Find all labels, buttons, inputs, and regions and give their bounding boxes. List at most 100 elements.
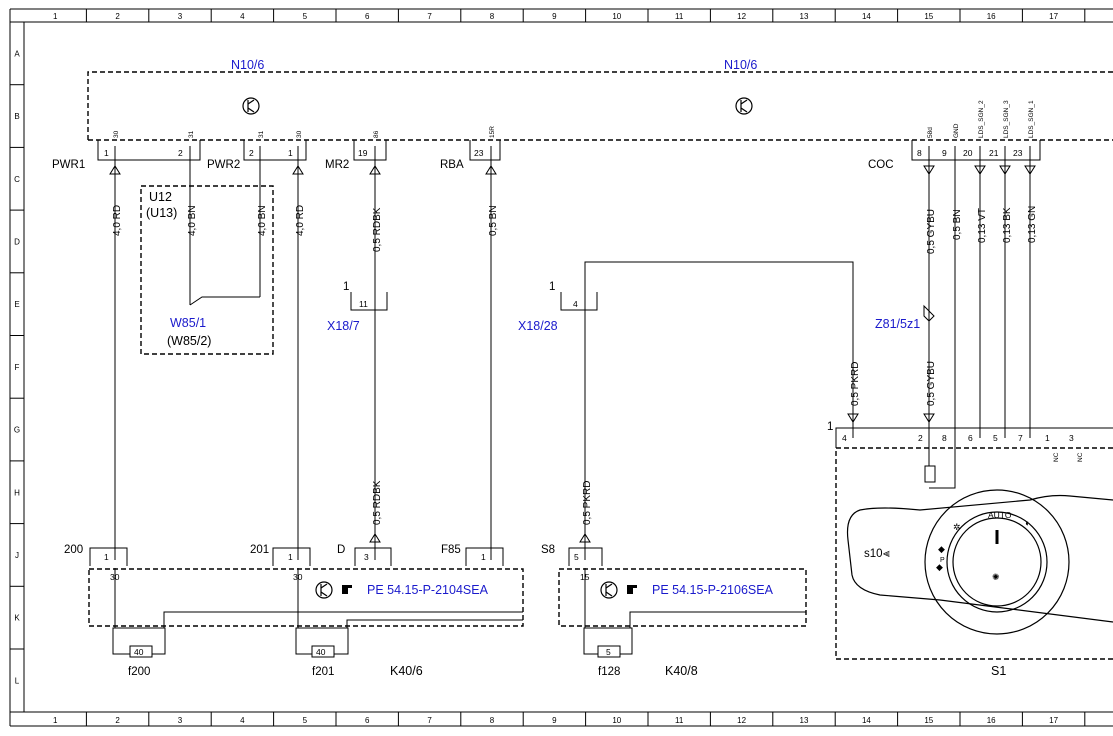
blue-component-labels: N10/6 N10/6 W85/1 X18/7 X18/28 Z81/5z1 P… (170, 58, 920, 597)
svg-text:2: 2 (918, 433, 923, 443)
rba-label: RBA (440, 159, 464, 171)
n10-6-label-left: N10/6 (231, 58, 264, 72)
n10-6-connector-strip (97, 140, 1041, 161)
svg-text:✲: ✲ (953, 522, 961, 532)
svg-text:0,13 GN: 0,13 GN (1027, 206, 1038, 243)
svg-text:15: 15 (580, 572, 590, 582)
column-label-top: 17 (1049, 12, 1058, 21)
column-grid-ticks (85, 9, 1086, 726)
row-label: L (15, 676, 20, 685)
svg-text:21: 21 (989, 148, 999, 158)
wire-labels: 4,0 RD 4,0 BN 4,0 BN 4,0 RD 0,5 RDBK 0,5… (112, 205, 1038, 525)
column-label-top: 16 (987, 12, 996, 21)
column-label-top: 4 (240, 12, 245, 21)
row-label: H (14, 488, 20, 497)
svg-text:LDS_SGN_2: LDS_SGN_2 (978, 100, 985, 138)
column-label-bottom: 1 (53, 716, 58, 725)
svg-text:11: 11 (359, 299, 368, 309)
svg-text:4,0 BN: 4,0 BN (187, 205, 198, 236)
k40-8-label: K40/8 (665, 664, 698, 678)
svg-text:3: 3 (1069, 433, 1074, 443)
column-label-top: 12 (737, 12, 746, 21)
drawing-frame (9, 8, 1113, 727)
black-component-labels: U12 (U13) (W85/2) K40/6 K40/8 S1 f200 f2… (128, 190, 1006, 678)
transistor-icon (735, 97, 753, 115)
plug-arrows (109, 165, 1036, 543)
column-label-bottom: 13 (800, 716, 809, 725)
svg-text:15R: 15R (489, 126, 496, 138)
svg-text:LDS_SGN_1: LDS_SGN_1 (1028, 100, 1035, 138)
column-label-bottom: 8 (490, 716, 495, 725)
svg-text:LDS_SGN_3: LDS_SGN_3 (1003, 100, 1010, 138)
pin-numbers: 1 2 2 1 19 23 8 9 20 21 23 11 4 1 1 3 1 … (104, 148, 1074, 657)
svg-text:0,5 PKRD: 0,5 PKRD (850, 362, 861, 406)
svg-text:4: 4 (573, 299, 578, 309)
s1-connector-strip (835, 427, 1113, 483)
svg-text:⫷: ⫷ (883, 546, 890, 560)
x18-7-label: X18/7 (327, 319, 360, 333)
column-label-bottom: 4 (240, 716, 245, 725)
svg-text:40: 40 (316, 647, 326, 657)
column-label-top: 8 (490, 12, 495, 21)
column-label-bottom: 14 (862, 716, 871, 725)
svg-text:0,5 GYBU: 0,5 GYBU (926, 361, 937, 406)
row-label: G (14, 426, 20, 435)
nc-labels: NC NC (1053, 452, 1084, 462)
n10-6-label-right: N10/6 (724, 58, 757, 72)
svg-text:5: 5 (993, 433, 998, 443)
pe-link-left[interactable]: PE 54.15-P-2104SEA (367, 583, 489, 597)
s1-outline (835, 447, 1113, 660)
svg-text:23: 23 (474, 148, 484, 158)
svg-text:0,5 BN: 0,5 BN (952, 209, 963, 240)
k40-connector-boxes (89, 547, 633, 658)
column-label-bottom: 17 (1049, 716, 1058, 725)
mr2-label: MR2 (325, 159, 349, 171)
transistor-icon (315, 581, 333, 599)
k40-6-outline (88, 568, 524, 627)
svg-text:AUTO: AUTO (988, 510, 1012, 520)
svg-text:23: 23 (1013, 148, 1023, 158)
row-label: A (14, 49, 20, 58)
svg-text:1: 1 (288, 552, 293, 562)
svg-text:4,0 BN: 4,0 BN (257, 205, 268, 236)
pe-link-right[interactable]: PE 54.15-P-2106SEA (652, 583, 774, 597)
z81-5z1-label: Z81/5z1 (875, 317, 920, 331)
svg-text:4: 4 (842, 433, 847, 443)
svg-text:2: 2 (249, 148, 254, 158)
f201-label: f201 (312, 666, 334, 678)
svg-text:4,0 RD: 4,0 RD (112, 205, 123, 236)
column-label-top: 13 (800, 12, 809, 21)
k40-6-label: K40/6 (390, 664, 423, 678)
svg-text:1: 1 (104, 148, 109, 158)
n10-6-outline (87, 71, 1113, 140)
svg-text:3: 3 (364, 552, 369, 562)
pwr1-label: PWR1 (52, 159, 85, 171)
light-switch-knob[interactable] (846, 489, 1113, 635)
f128-label: f128 (598, 666, 620, 678)
svg-text:NC: NC (1053, 452, 1060, 462)
coc-label: COC (868, 159, 894, 171)
pwr2-label: PWR2 (207, 159, 240, 171)
svg-text:5: 5 (606, 647, 611, 657)
svg-text:40: 40 (134, 647, 144, 657)
p200-label: 200 (64, 544, 83, 556)
column-label-bottom: 7 (427, 716, 432, 725)
column-label-bottom: 16 (987, 716, 996, 725)
column-label-bottom: 3 (178, 716, 183, 725)
svg-text:30: 30 (296, 130, 303, 138)
column-label-bottom: 6 (365, 716, 370, 725)
svg-text:0,5 PKRD: 0,5 PKRD (582, 481, 593, 525)
svg-text:4,0 RD: 4,0 RD (295, 205, 306, 236)
connector-labels: PWR1 PWR2 MR2 RBA COC 200 201 D F85 S8 1… (52, 159, 894, 560)
column-label-top: 3 (178, 12, 183, 21)
svg-text:31: 31 (258, 130, 265, 138)
svg-text:7: 7 (1018, 433, 1023, 443)
svg-text:P: P (940, 557, 945, 564)
svg-text:✺: ✺ (992, 572, 1000, 582)
column-label-top: 2 (115, 12, 120, 21)
svg-text:1: 1 (481, 552, 486, 562)
